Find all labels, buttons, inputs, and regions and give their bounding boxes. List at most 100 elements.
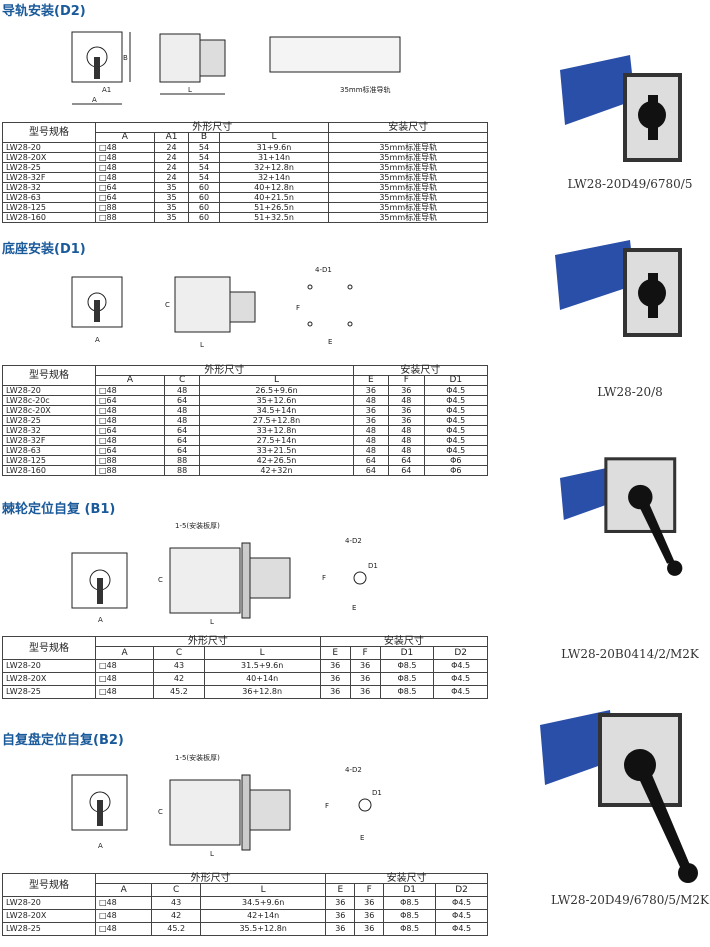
dim-4d2: 4-D2 (345, 766, 362, 774)
table-cell: Φ4.5 (423, 415, 489, 426)
table-cell: 48 (352, 445, 390, 456)
dim-4d2: 4-D2 (345, 537, 362, 545)
header-model: 型号规格 (2, 122, 96, 143)
table-cell: 51+32.5n (218, 212, 330, 223)
table-cell: 34.5+14n (199, 405, 354, 416)
dim-e: E (352, 604, 356, 612)
table-cell: 35 (153, 202, 190, 213)
dim-a: A (95, 336, 100, 344)
column-header: E (325, 883, 356, 897)
product-image-switch (555, 240, 682, 337)
table-cell: 35mm标准导轨 (328, 212, 488, 223)
column-header: L (218, 132, 330, 143)
column-header (328, 132, 488, 143)
table-cell: 42+32n (199, 465, 354, 476)
header-outline-dims: 外形尺寸 (95, 365, 354, 376)
table-cell: 32+14n (218, 172, 330, 183)
dim-l: L (210, 850, 214, 858)
column-header: A (95, 132, 155, 143)
column-header: F (354, 883, 385, 897)
dim-f: F (325, 802, 329, 810)
product-image-switch (560, 55, 682, 162)
table-cell: 64 (352, 455, 390, 466)
table-cell: 36 (325, 922, 356, 936)
table-cell: 48 (163, 385, 201, 396)
table-cell: Φ4.5 (423, 435, 489, 446)
table-cell: 27.5+14n (199, 435, 354, 446)
table-cell: LW28-20 (2, 659, 96, 673)
table-cell: Φ4.5 (435, 922, 488, 936)
table-cell: Φ8.5 (383, 909, 437, 923)
table-cell: 43 (153, 659, 205, 673)
table-cell: □48 (95, 172, 155, 183)
table-cell: Φ6 (423, 455, 489, 466)
table-cell: □48 (95, 385, 165, 396)
dim-c: C (165, 301, 170, 309)
table-cell: 64 (388, 465, 425, 476)
column-header: F (349, 646, 381, 660)
table-cell: 45.2 (153, 685, 205, 699)
table-cell: 35 (153, 182, 190, 193)
table-cell: LW28-20X (2, 152, 96, 163)
table-cell: 36 (352, 385, 390, 396)
table-cell: 60 (188, 212, 220, 223)
dim-a1: A1 (102, 86, 111, 94)
table-cell: 26.5+9.6n (199, 385, 354, 396)
table-header-row: 型号规格外形尺寸安装尺寸 (2, 873, 488, 897)
table-cell: 35mm标准导轨 (328, 162, 488, 173)
header-outline-dims: 外形尺寸 (94, 873, 327, 884)
product-image-switch-handle (540, 710, 698, 883)
table-cell: 35mm标准导轨 (328, 172, 488, 183)
column-header: B (188, 132, 220, 143)
table-cell: □64 (95, 182, 155, 193)
table-cell: 36+12.8n (203, 685, 321, 699)
table-cell: 35mm标准导轨 (328, 192, 488, 203)
table-cell: □48 (94, 909, 153, 923)
table-cell: 48 (352, 425, 390, 436)
table-cell: LW28-25 (2, 922, 96, 936)
table-cell: Φ8.5 (383, 896, 437, 910)
b1-dimension-drawing: A 1-5(安装板厚) C L 4-D2 D1 F E (71, 521, 378, 626)
column-header: E (352, 375, 390, 386)
table-cell: 60 (188, 182, 220, 193)
table-cell: 36 (319, 659, 351, 673)
table-cell: □88 (95, 465, 165, 476)
table-cell: 54 (188, 142, 220, 153)
product-caption: LW28-20D49/6780/5/M2K (551, 893, 709, 907)
column-header: L (199, 375, 354, 386)
table-cell: 36 (388, 415, 425, 426)
table-cell: 36 (349, 685, 381, 699)
table-cell: □48 (95, 152, 155, 163)
table-cell: 36 (388, 405, 425, 416)
table-cell: □48 (94, 659, 155, 673)
table-cell: 48 (388, 435, 425, 446)
table-cell: 48 (352, 395, 390, 406)
table-cell: 60 (188, 202, 220, 213)
column-header: D1 (383, 883, 437, 897)
table-header-row: 型号规格外形尺寸安装尺寸 (2, 122, 488, 143)
table-cell: □64 (95, 445, 165, 456)
table-cell: Φ4.5 (423, 425, 489, 436)
header-mount-dims: 安装尺寸 (325, 873, 488, 884)
table-cell: Φ4.5 (433, 659, 488, 673)
column-header: L (199, 883, 327, 897)
table-cell: 43 (151, 896, 201, 910)
table-cell: LW28-20 (2, 385, 96, 396)
table-cell: 36 (319, 685, 351, 699)
table-cell: 42 (151, 909, 201, 923)
